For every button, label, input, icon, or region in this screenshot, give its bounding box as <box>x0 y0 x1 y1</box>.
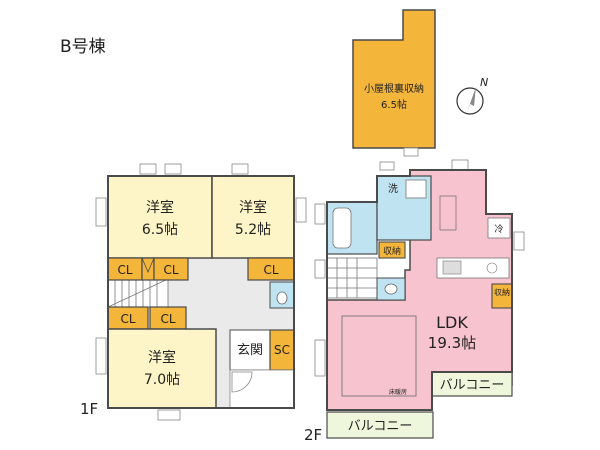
f1-stairs <box>107 278 169 308</box>
f1-room-b <box>211 175 295 259</box>
sink-icon <box>442 260 462 275</box>
f1-closet-mid-mark <box>141 257 155 274</box>
f1-closet-2 <box>153 257 189 281</box>
f1-closet-5-label: CL <box>160 312 175 326</box>
f2-storage-2-label: 収納 <box>494 287 510 297</box>
compass: N <box>456 76 488 116</box>
f2-washroom-label: 洗 <box>388 183 398 195</box>
building-label: B号棟 <box>60 37 106 57</box>
f2-storage-1 <box>378 241 406 259</box>
attic-name: 小屋根裏収納 <box>364 82 424 95</box>
f2-outer-wall <box>326 169 513 411</box>
f1-entrance <box>229 329 271 371</box>
floor-heating-label: 床暖房 <box>389 388 407 396</box>
f2-fridge-label: 冷 <box>494 223 503 235</box>
floor-1-plan: 洋室 6.5帖 洋室 5.2帖 CL CL CL CL CL 洋室 7.0帖 玄… <box>95 163 307 421</box>
f2-ldk-name: LDK <box>436 313 468 332</box>
toilet-icon <box>276 291 288 305</box>
f1-shoe-closet-label: SC <box>274 343 290 357</box>
attic-storage <box>352 9 436 149</box>
f1-room-b-size: 5.2帖 <box>235 222 271 238</box>
floor-1-label: 1F <box>80 400 98 418</box>
f1-closet-2-label: CL <box>163 263 178 277</box>
washing-machine-icon <box>405 179 427 199</box>
entrance-door-swing <box>231 371 253 393</box>
f2-balcony-front <box>326 411 434 439</box>
f1-room-a <box>107 175 213 259</box>
f2-ldk-size: 19.3帖 <box>428 334 476 352</box>
f1-windows <box>95 163 307 421</box>
f1-entrance-label: 玄関 <box>237 343 263 358</box>
f1-room-c <box>107 328 217 409</box>
toilet-icon <box>384 283 398 295</box>
f1-room-b-name: 洋室 <box>239 199 267 216</box>
f1-closet-3-label: CL <box>263 263 278 277</box>
f1-shoe-closet <box>269 329 295 371</box>
f1-room-a-name: 洋室 <box>146 199 174 216</box>
floor-2-label: 2F <box>304 426 322 444</box>
floor-2-plan: 洗 収納 冷 収納 床暖房 LDK 19.3帖 バルコニー <box>314 159 525 439</box>
attic-size: 6.5帖 <box>381 98 407 111</box>
f1-outer-wall <box>107 175 295 409</box>
dining-table-icon <box>439 195 457 231</box>
f1-room-c-name: 洋室 <box>148 349 176 366</box>
compass-needle-tail <box>470 87 476 106</box>
f1-closet-4-label: CL <box>120 312 135 326</box>
f2-windows <box>314 159 525 377</box>
f2-balcony-side-label: バルコニー <box>440 378 505 393</box>
floor-heating-area <box>341 315 417 397</box>
f2-storage-1-label: 収納 <box>383 245 401 257</box>
f1-room-c-size: 7.0帖 <box>144 372 180 388</box>
stove-icon <box>486 262 498 274</box>
f2-fridge <box>487 217 511 239</box>
attic-hatch <box>403 147 419 157</box>
f1-closet-1-label: CL <box>117 263 132 277</box>
attic-plan: 小屋根裏収納 6.5帖 <box>352 9 436 157</box>
bathtub-icon <box>332 207 352 249</box>
f2-balcony-front-label: バルコニー <box>348 419 413 434</box>
compass-ring <box>456 87 484 115</box>
f1-porch <box>229 369 295 409</box>
f2-balcony-side <box>431 371 513 397</box>
f1-room-a-size: 6.5帖 <box>142 222 178 238</box>
f2-stairs <box>326 257 378 299</box>
compass-north-label: N <box>480 76 488 89</box>
